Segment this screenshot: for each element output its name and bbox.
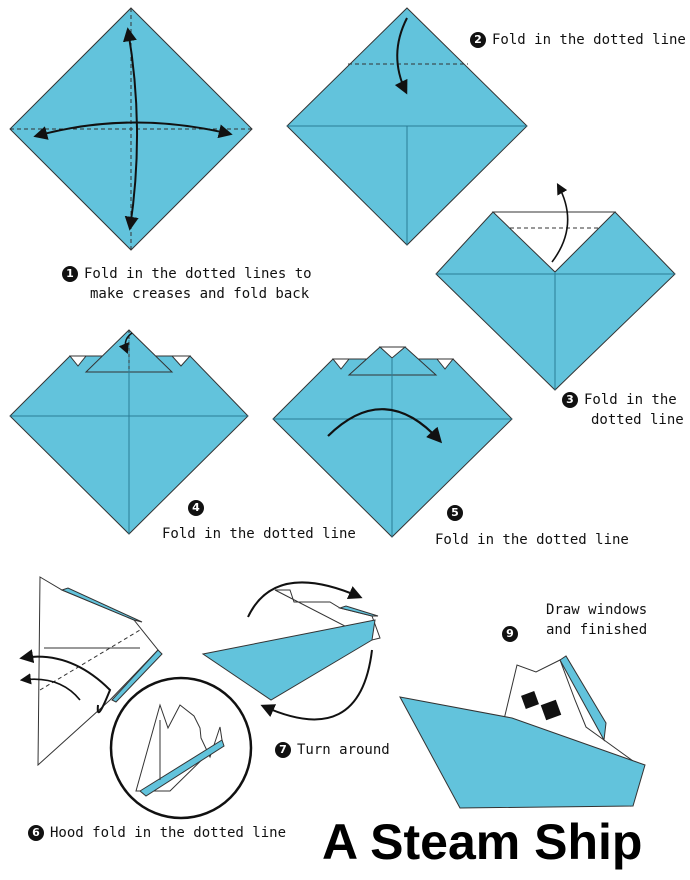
step9-diagram — [399, 655, 646, 809]
step2-number: 2 — [470, 32, 486, 48]
step3-caption-line2: dotted line — [591, 412, 684, 428]
window-right — [540, 699, 562, 721]
step5-number: 5 — [447, 505, 463, 521]
step5-number-wrap: 5 — [447, 503, 463, 523]
step5-caption: Fold in the dotted line — [435, 532, 629, 548]
step4-diagram — [9, 329, 249, 535]
step7-number: 7 — [275, 742, 291, 758]
step9-number-wrap: 9 — [502, 624, 518, 644]
step3-diagram — [435, 183, 676, 391]
page-title: A Steam Ship — [322, 814, 643, 870]
step2-diagram — [286, 7, 528, 246]
step9-caption: Draw windows — [546, 602, 648, 618]
step5-diagram — [272, 346, 513, 538]
step6-diagram — [19, 576, 253, 820]
step9-number: 9 — [502, 626, 518, 642]
step4-caption: Fold in the dotted line — [162, 526, 356, 542]
step1-caption-line2: make creases and fold back — [90, 286, 310, 302]
step3-number: 3 — [562, 392, 578, 408]
window-left — [521, 691, 539, 709]
step1-diagram — [9, 7, 253, 251]
step6-number: 6 — [28, 825, 44, 841]
step4-number: 4 — [188, 500, 204, 516]
step4-number-wrap: 4 — [188, 498, 204, 518]
step9-caption-line2: and finished — [546, 622, 648, 638]
step7-diagram — [201, 581, 381, 721]
step1-number: 1 — [62, 266, 78, 282]
